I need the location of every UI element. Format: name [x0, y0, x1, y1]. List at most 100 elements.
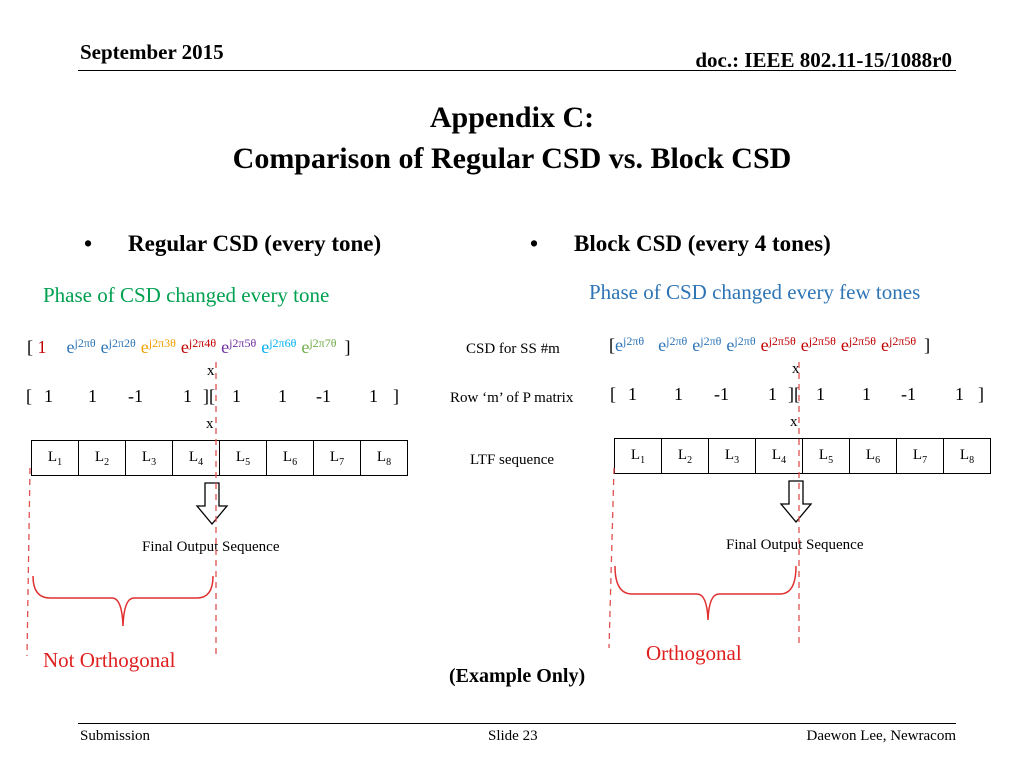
- csd-exponent: j2π7θ: [309, 336, 337, 350]
- right-verdict: Orthogonal: [646, 641, 742, 665]
- ltf-label: LTF sequence: [470, 452, 555, 468]
- ltf-subscript: 5: [828, 455, 834, 466]
- slide-title-line1: Appendix C:: [429, 101, 595, 134]
- ltf-subscript: 2: [687, 455, 693, 466]
- ltf-subscript: 3: [734, 455, 740, 466]
- bracket-open: [: [609, 335, 615, 355]
- csd-exponent: j2π6θ: [269, 336, 297, 350]
- right-final-output-label: Final Output Sequence: [726, 537, 864, 553]
- footer-slide-number: Slide 23: [488, 728, 538, 744]
- ltf-subscript: 5: [245, 457, 251, 468]
- p-entry: 1: [232, 386, 241, 406]
- footer-rule: [78, 723, 956, 724]
- example-only-note: (Example Only): [449, 665, 586, 687]
- p-entry: -1: [128, 386, 143, 406]
- bracket-close: ]: [344, 337, 351, 357]
- ltf-subscript: 8: [386, 457, 392, 468]
- csd-term: ej2π5θ: [760, 334, 796, 355]
- csd-exponent: j2π5θ: [768, 334, 796, 348]
- p-entry: 1: [44, 386, 53, 406]
- p-entry: ]: [978, 384, 984, 404]
- ltf-cell: L3: [709, 439, 756, 473]
- ltf-cell: L1: [32, 441, 79, 475]
- csd-term-one: 1: [37, 337, 47, 357]
- csd-term: ej2π5θ: [880, 334, 917, 355]
- csd-term: ej2π5θ: [221, 336, 257, 357]
- csd-exponent: j2π5θ: [848, 334, 876, 348]
- left-p-row: [ 1 1 -1 1 ][ 1 1 -1 1 ]: [0, 386, 420, 410]
- csd-term: ej2πθ: [615, 334, 645, 355]
- csd-exponent: j2π3θ: [148, 336, 176, 350]
- p-entry: [: [26, 386, 32, 406]
- ltf-subscript: 8: [969, 455, 975, 466]
- ltf-cell: L5: [803, 439, 850, 473]
- p-entry: [: [610, 384, 616, 404]
- csd-exponent: j2πθ: [623, 334, 645, 348]
- ltf-cell: L3: [126, 441, 173, 475]
- ltf-cell: L7: [897, 439, 944, 473]
- csd-term: ej2π7θ: [301, 336, 337, 357]
- csd-exponent: j2π5θ: [808, 334, 836, 348]
- csd-term: ej2π5θ: [800, 334, 836, 355]
- p-entry: 1: [183, 386, 192, 406]
- ltf-subscript: 4: [781, 455, 787, 466]
- bullet-block-csd-text: Block CSD (every 4 tones): [574, 231, 831, 256]
- ltf-cell: L4: [173, 441, 220, 475]
- p-entry: 1: [816, 384, 825, 404]
- ltf-cell: L2: [79, 441, 126, 475]
- p-matrix-label: Row ‘m’ of P matrix: [450, 390, 574, 406]
- ltf-subscript: 6: [875, 455, 881, 466]
- p-entry: 1: [88, 386, 97, 406]
- ltf-cell: L8: [959, 447, 975, 466]
- ltf-subscript: 4: [198, 457, 204, 468]
- p-entry: 1: [955, 384, 964, 404]
- right-multiply-2: x: [790, 414, 798, 430]
- ltf-subscript: 7: [922, 455, 928, 466]
- p-entry: -1: [316, 386, 331, 406]
- ltf-subscript: 2: [104, 457, 110, 468]
- right-phase-note: Phase of CSD changed every few tones: [589, 280, 921, 304]
- left-verdict: Not Orthogonal: [43, 648, 176, 672]
- ltf-subscript: 7: [339, 457, 345, 468]
- bullet-block-csd: •Block CSD (every 4 tones): [530, 231, 831, 257]
- left-down-arrow-icon: [195, 482, 229, 526]
- p-entry: -1: [714, 384, 729, 404]
- csd-exponent: j2π4θ: [188, 336, 217, 350]
- csd-term: ej2π3θ: [140, 336, 176, 357]
- bracket-close: ]: [924, 335, 931, 355]
- bullet-regular-csd-text: Regular CSD (every tone): [128, 231, 382, 256]
- ltf-cell: L5: [220, 441, 267, 475]
- csd-exponent: j2πθ: [734, 334, 756, 348]
- right-brace-icon: [614, 565, 797, 621]
- bullet-dot-icon: •: [84, 231, 93, 256]
- p-entry: 1: [628, 384, 637, 404]
- bullet-regular-csd: • Regular CSD (every tone): [84, 231, 381, 257]
- csd-term: ej2πθ: [66, 336, 96, 357]
- right-p-row: [ 1 1 -1 1 ][ 1 1 -1 1 ]: [0, 384, 1000, 408]
- right-down-arrow-icon: [779, 480, 813, 524]
- left-multiply-1: x: [207, 363, 215, 379]
- csd-term: ej2π2θ: [100, 336, 136, 357]
- csd-exponent: j2πθ: [666, 334, 688, 348]
- ltf-subscript: 6: [292, 457, 298, 468]
- p-entry: 1: [278, 386, 287, 406]
- csd-exponent: j2πθ: [74, 336, 96, 350]
- p-entry: 1: [862, 384, 871, 404]
- ltf-cell: L6: [850, 439, 897, 473]
- slide-title-line2: Comparison of Regular CSD vs. Block CSD: [232, 142, 792, 175]
- footer-submission: Submission: [80, 728, 151, 744]
- header-date: September 2015: [80, 40, 224, 64]
- left-final-output-label: Final Output Sequence: [142, 539, 280, 555]
- header-doc-id: doc.: IEEE 802.11-15/1088r0: [695, 48, 952, 72]
- p-entry: -1: [901, 384, 916, 404]
- p-entry: ][: [788, 384, 800, 404]
- left-multiply-2: x: [206, 416, 214, 432]
- header-rule: [78, 70, 956, 71]
- ltf-cell: L4: [756, 439, 803, 473]
- right-multiply-1: x: [792, 361, 800, 377]
